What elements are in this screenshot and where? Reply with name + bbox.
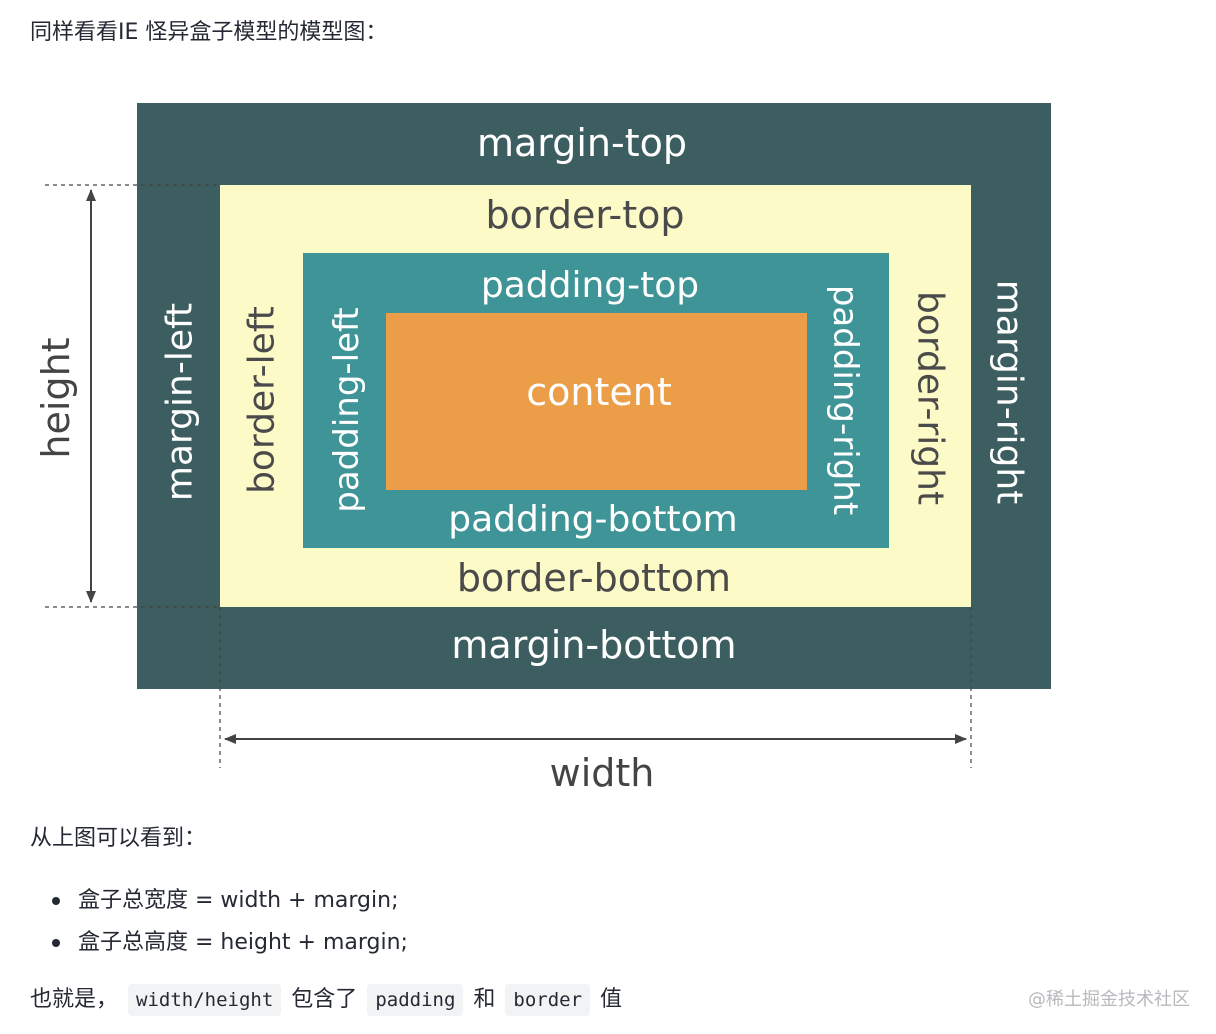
width-label: width [550,751,655,795]
bullet-list: 盒子总宽度 = width + margin; 盒子总高度 = height +… [0,880,408,964]
ie-box-model-diagram: margin-top margin-bottom margin-left mar… [34,103,1051,795]
border-top-label: border-top [486,193,685,237]
summary-paragraph: 也就是， width/height 包含了 padding 和 border 值 [30,984,622,1016]
border-right-label: border-right [910,291,951,505]
height-label: height [34,337,78,458]
inline-code-border: border [505,984,591,1016]
content-label: content [526,370,672,414]
inline-code-width-height: width/height [128,984,282,1016]
padding-right-label: padding-right [825,285,865,515]
summary-middle: 包含了 [291,987,358,1012]
margin-right-label: margin-right [989,280,1030,505]
margin-top-label: margin-top [477,121,687,165]
border-left-label: border-left [242,306,283,494]
padding-top-label: padding-top [481,265,699,306]
summary-and: 和 [473,987,496,1012]
intro-paragraph: 同样看看IE 怪异盒子模型的模型图： [30,20,388,45]
summary-prefix: 也就是， [30,987,119,1012]
summary-suffix: 值 [600,987,623,1012]
margin-left-label: margin-left [160,303,201,501]
padding-bottom-label: padding-bottom [448,499,737,540]
margin-bottom-label: margin-bottom [451,623,736,667]
bullet-icon [52,939,60,947]
inline-code-padding: padding [367,984,464,1016]
list-item: 盒子总宽度 = width + margin; [0,880,408,922]
list-item: 盒子总高度 = height + margin; [0,922,408,964]
list-item-text: 盒子总宽度 = width + margin; [78,888,399,913]
watermark: @稀土掘金技术社区 [1028,989,1190,1010]
bullet-icon [52,897,60,905]
border-bottom-label: border-bottom [457,556,731,600]
observation-paragraph: 从上图可以看到： [30,826,207,851]
content-box [386,313,807,490]
list-item-text: 盒子总高度 = height + margin; [78,930,408,955]
padding-left-label: padding-left [327,307,367,513]
